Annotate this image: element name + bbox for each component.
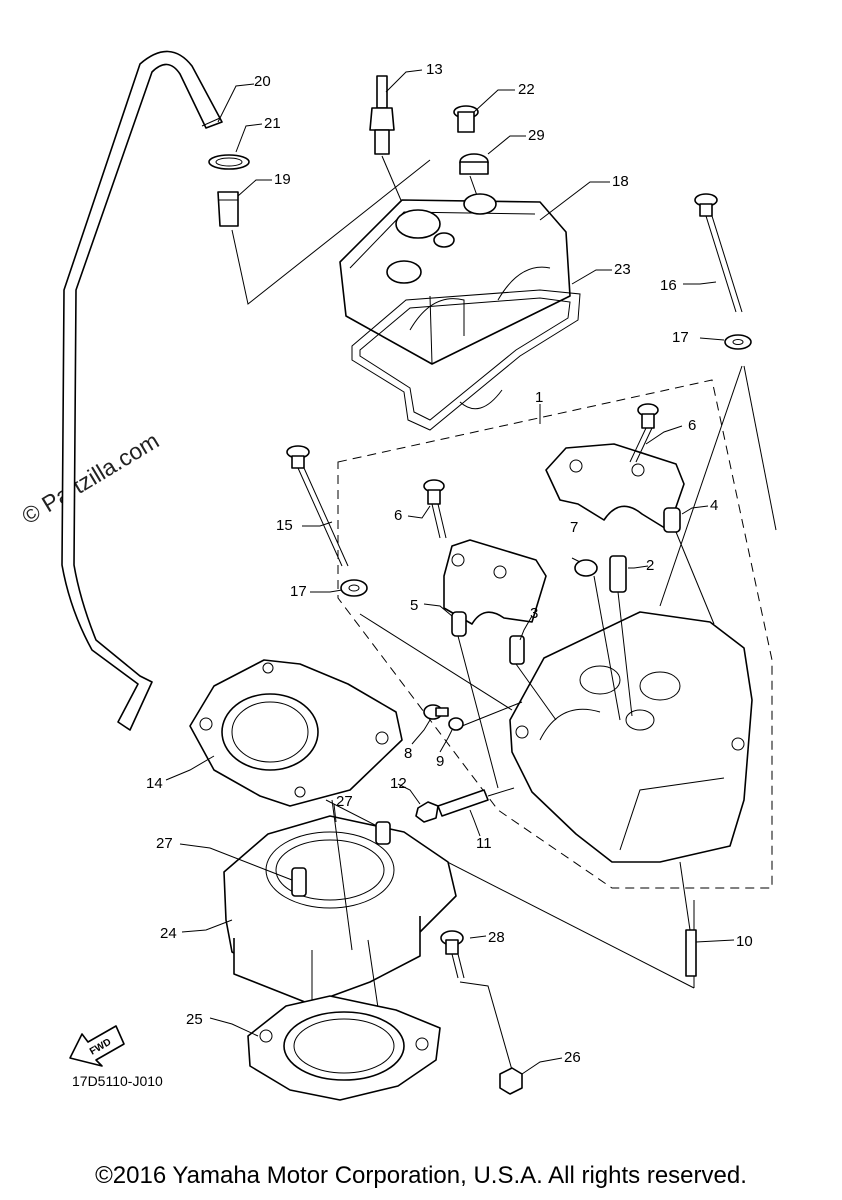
partzilla-watermark: © Partzilla.com: [17, 427, 163, 529]
spark-plug[interactable]: [369, 75, 395, 155]
long-stud-bolt-left[interactable]: [286, 445, 349, 567]
cylinder[interactable]: [223, 815, 457, 1005]
stud-bolt[interactable]: [685, 929, 697, 977]
cover-gasket[interactable]: [351, 289, 581, 431]
callout-22: 22: [518, 81, 535, 98]
callout-16: 16: [660, 277, 677, 294]
callout-25: 25: [186, 1011, 203, 1028]
callout-24: 24: [160, 925, 177, 942]
camshaft-cap-left[interactable]: [443, 539, 547, 625]
flange-nut[interactable]: [415, 801, 439, 823]
callout-7: 7: [570, 519, 578, 536]
callout-17-right: 17: [672, 329, 689, 346]
callout-2: 2: [646, 557, 654, 574]
callout-8: 8: [404, 745, 412, 762]
cylinder-nut[interactable]: [499, 1067, 523, 1095]
head-bolt-small[interactable]: [423, 704, 449, 720]
diagram-code: 17D5110-J010: [72, 1073, 163, 1089]
callout-13: 13: [426, 61, 443, 78]
fwd-arrow-icon: FWD: [69, 1025, 125, 1067]
callout-12: 12: [390, 775, 407, 792]
cylinder-head[interactable]: [509, 611, 753, 863]
callout-11: 11: [476, 835, 492, 852]
callout-6-right: 6: [688, 417, 696, 434]
callout-9: 9: [436, 753, 444, 770]
callout-29: 29: [528, 127, 545, 144]
dowel-pin-left[interactable]: [451, 611, 467, 637]
callout-labels: 20 21 19 13 22 29 18 23 16 17 1 6 4 7 2 …: [146, 61, 753, 1066]
callout-leaders: [165, 69, 735, 1075]
callout-1: 1: [535, 389, 543, 406]
callout-19: 19: [274, 171, 291, 188]
cap-bolt-left[interactable]: [423, 479, 447, 539]
dowel-pin-right[interactable]: [663, 507, 681, 533]
callout-4: 4: [710, 497, 718, 514]
callout-28: 28: [488, 929, 505, 946]
callout-6-left: 6: [394, 507, 402, 524]
washer-right[interactable]: [724, 334, 752, 350]
cylinder-bolt[interactable]: [440, 930, 465, 979]
callout-5: 5: [410, 597, 418, 614]
oil-tube[interactable]: [609, 555, 627, 593]
callout-18: 18: [612, 173, 629, 190]
small-washer[interactable]: [448, 717, 464, 731]
guide-pin[interactable]: [509, 635, 525, 665]
callout-27-upper: 27: [336, 793, 353, 810]
callout-20: 20: [254, 73, 271, 90]
cover-grommet[interactable]: [459, 153, 489, 175]
cap-bolt-right[interactable]: [629, 403, 659, 463]
callout-15: 15: [276, 517, 293, 534]
callout-17-left: 17: [290, 583, 307, 600]
hose-fitting[interactable]: [217, 191, 239, 227]
cylinder-head-gasket[interactable]: [189, 659, 403, 807]
cover-bolt[interactable]: [453, 105, 479, 133]
copyright-notice: ©2016 Yamaha Motor Corporation, U.S.A. A…: [95, 1162, 747, 1189]
cylinder-head-assembly-boundary: [337, 379, 773, 889]
callout-23: 23: [614, 261, 631, 278]
long-stud-bolt-right[interactable]: [694, 193, 743, 313]
callout-27-lower: 27: [156, 835, 173, 852]
exhaust-stud[interactable]: [437, 789, 489, 817]
callout-14: 14: [146, 775, 163, 792]
callout-26: 26: [564, 1049, 581, 1066]
callout-21: 21: [264, 115, 281, 132]
callout-10: 10: [736, 933, 753, 950]
blind-plug[interactable]: [574, 559, 598, 577]
washer-left[interactable]: [340, 579, 368, 597]
callout-3: 3: [530, 605, 538, 622]
camshaft-cap-right[interactable]: [545, 443, 685, 531]
cylinder-base-gasket[interactable]: [247, 995, 441, 1101]
hose-clip[interactable]: [208, 154, 250, 170]
cylinder-head-cover[interactable]: [339, 193, 571, 365]
breather-hose[interactable]: [61, 50, 223, 731]
